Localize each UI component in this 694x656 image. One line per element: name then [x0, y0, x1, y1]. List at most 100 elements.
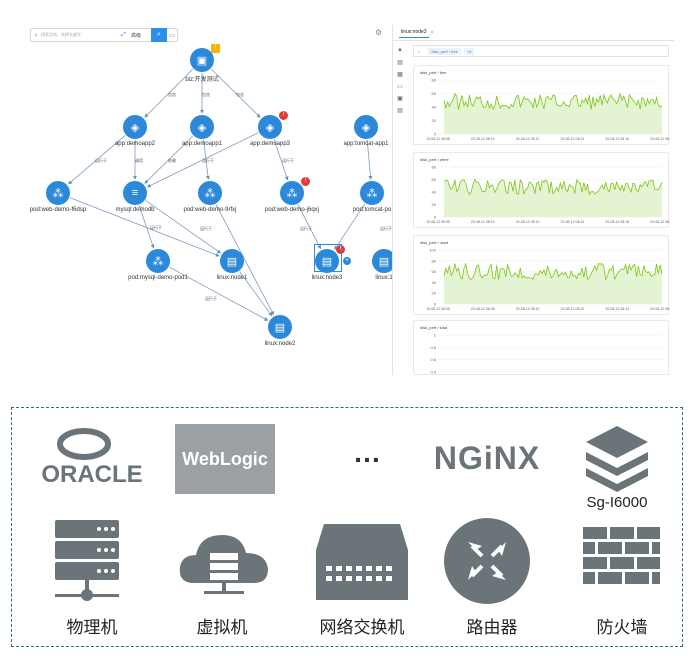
chart-title: disk_perf / total: [420, 325, 448, 330]
y-tick-label: 0.6: [430, 357, 436, 362]
supported-devices-panel: ORACLE WebLogic … NGiNX Sg-I6000: [11, 407, 683, 647]
node-label: biz:开发测试: [185, 77, 219, 83]
advanced-button[interactable]: 高级: [131, 32, 142, 39]
series-line: [443, 92, 663, 110]
topology-node[interactable]: ▤linux:node2: [245, 315, 315, 347]
y-tick-label: 80: [432, 78, 437, 83]
image-icon[interactable]: ▭: [397, 84, 403, 90]
document-icon[interactable]: ▤: [397, 108, 403, 114]
series-area: [444, 179, 662, 217]
topology-edge: [146, 132, 259, 188]
topology-node[interactable]: ≡mysql:demodb: [100, 181, 170, 213]
y-tick-label: 20: [432, 118, 437, 123]
y-tick-label: 0.4: [430, 370, 436, 375]
y-tick-label: 20: [432, 291, 437, 296]
x-tick-label: 10-08-12 08:08: [426, 137, 450, 141]
search-input[interactable]: 搜索实例，选择关键字: [41, 32, 81, 37]
chart-icon[interactable]: ▦: [397, 72, 403, 78]
y-tick-label: 40: [432, 105, 437, 110]
search-button[interactable]: ⌕: [151, 28, 167, 42]
y-tick-label: 40: [432, 190, 437, 195]
topology-node[interactable]: ▤ linux:node1: [197, 249, 267, 281]
topology-node[interactable]: ◈app:tomcat-app1: [331, 115, 401, 147]
topology-node[interactable]: ◈app:demoapp2: [100, 115, 170, 147]
edge-label: 运行于: [300, 226, 312, 231]
topology-edge: [138, 205, 155, 249]
x-tick-label: 20-08-12 08:12: [561, 307, 585, 311]
server-icon: ▤: [220, 249, 244, 273]
clipboard-icon[interactable]: ▣: [397, 96, 403, 102]
x-tick-label: 20-08-12 08:14: [561, 220, 585, 224]
node-label: pod:web-demo-j6qxj: [264, 207, 320, 213]
topology-node[interactable]: ◈!app:demoapp3: [235, 111, 305, 147]
stack-icon: [586, 426, 648, 492]
chart-title: disk_perf / pfree: [420, 157, 449, 162]
y-tick-label: 0.8: [430, 345, 436, 350]
node-label: linux:node1: [216, 275, 248, 281]
topology-node[interactable]: ⁂pod:web-demo-f6dsp: [23, 181, 93, 213]
x-tick-label: 20-08-12 08:16: [605, 137, 629, 141]
series-line: [443, 178, 663, 196]
topology-edge: [215, 204, 274, 316]
topology-edge: [68, 135, 126, 185]
x-tick-label: 10-08-12 08:06: [426, 307, 450, 311]
topology-node[interactable]: ▣!biz:开发测试: [167, 44, 237, 83]
x-tick-label: 20-08-12 08:16: [605, 220, 629, 224]
x-tick-label: 20-08-12 08:10: [516, 307, 540, 311]
topology-edge: [334, 203, 366, 250]
edge-label: 运行于: [95, 158, 107, 163]
alert-icon[interactable]: ▲: [397, 47, 403, 53]
x-tick-label: 20-08-12 08:17: [650, 307, 670, 311]
topology-node[interactable]: ⁂pod:web-demo-9rfxj: [175, 181, 245, 213]
warning-icon: !: [279, 111, 288, 120]
topology-node[interactable]: ⁂pod:tomcat-po: [337, 181, 407, 213]
warning-icon: !: [336, 245, 345, 254]
topology-edge: [144, 68, 194, 118]
caption-router: 路由器: [466, 618, 518, 637]
series-area: [444, 263, 662, 304]
nginx-logo: NGiNX: [422, 438, 552, 478]
edge-label: 包含: [236, 92, 244, 97]
edge-label: 运行于: [150, 225, 162, 230]
warning-icon: !: [211, 44, 220, 53]
search-bar[interactable]: ‹ 搜索实例，选择关键字 ⤢ 高级 ⌕ ▭: [30, 28, 178, 42]
close-icon[interactable]: ×: [430, 29, 434, 36]
topology-node[interactable]: ⁂ pod:mysql-demo-pod1: [123, 249, 193, 281]
series-line: [443, 262, 663, 281]
tab-node3[interactable]: linux:node3: [399, 27, 429, 38]
chart-title: disk_perf / used: [420, 240, 449, 245]
edge-label: 运行于: [380, 226, 392, 231]
caption-switch: 网络交换机: [319, 618, 405, 637]
filter-chip[interactable]: disk_perf / free: [428, 47, 461, 55]
back-icon[interactable]: ‹: [34, 31, 38, 39]
server-icon: ▤!: [315, 245, 345, 273]
switch-icon: [312, 520, 412, 605]
topology-node[interactable]: ⁂!pod:web-demo-j6qxj: [257, 177, 327, 213]
selected-node-frame: [314, 244, 342, 272]
topology-edge: [273, 139, 289, 181]
gear-icon[interactable]: ⚙: [375, 28, 383, 37]
topology-node[interactable]: ◈app:demoapp1: [167, 115, 237, 147]
x-tick-label: 20-08-12 08:14: [605, 307, 629, 311]
edge-label: 调用: [135, 158, 143, 163]
weblogic-logo: WebLogic: [175, 424, 275, 494]
topology-node[interactable]: ▤!linux:node3: [292, 245, 362, 281]
expand-icon[interactable]: ⤢: [121, 31, 126, 38]
detail-panel: linux:node3× ▲ ▤ ▦ ▭ ▣ ▤ ⌂ disk_perf / f…: [392, 25, 674, 375]
node-label: mysql:demodb: [115, 207, 155, 213]
pod-icon: ⁂: [146, 249, 170, 273]
x-tick-label: 10-08-12 08:09: [426, 220, 450, 224]
topology-edge: [366, 139, 373, 180]
node-label: pod:tomcat-po: [352, 207, 392, 213]
metric-filter[interactable]: ⌂ disk_perf / free +4: [413, 45, 669, 57]
expand-node-button[interactable]: +: [343, 257, 351, 265]
node-label: pod:mysql-demo-pod1: [128, 275, 188, 281]
folder-icon[interactable]: ▭: [169, 32, 175, 39]
topology-edge: [297, 204, 321, 250]
x-tick-label: 20-08-12 08:17: [650, 220, 670, 224]
list-icon[interactable]: ▤: [397, 60, 403, 66]
metric-chart: 10.80.60.4: [430, 333, 662, 375]
topology-edge: [144, 135, 194, 184]
